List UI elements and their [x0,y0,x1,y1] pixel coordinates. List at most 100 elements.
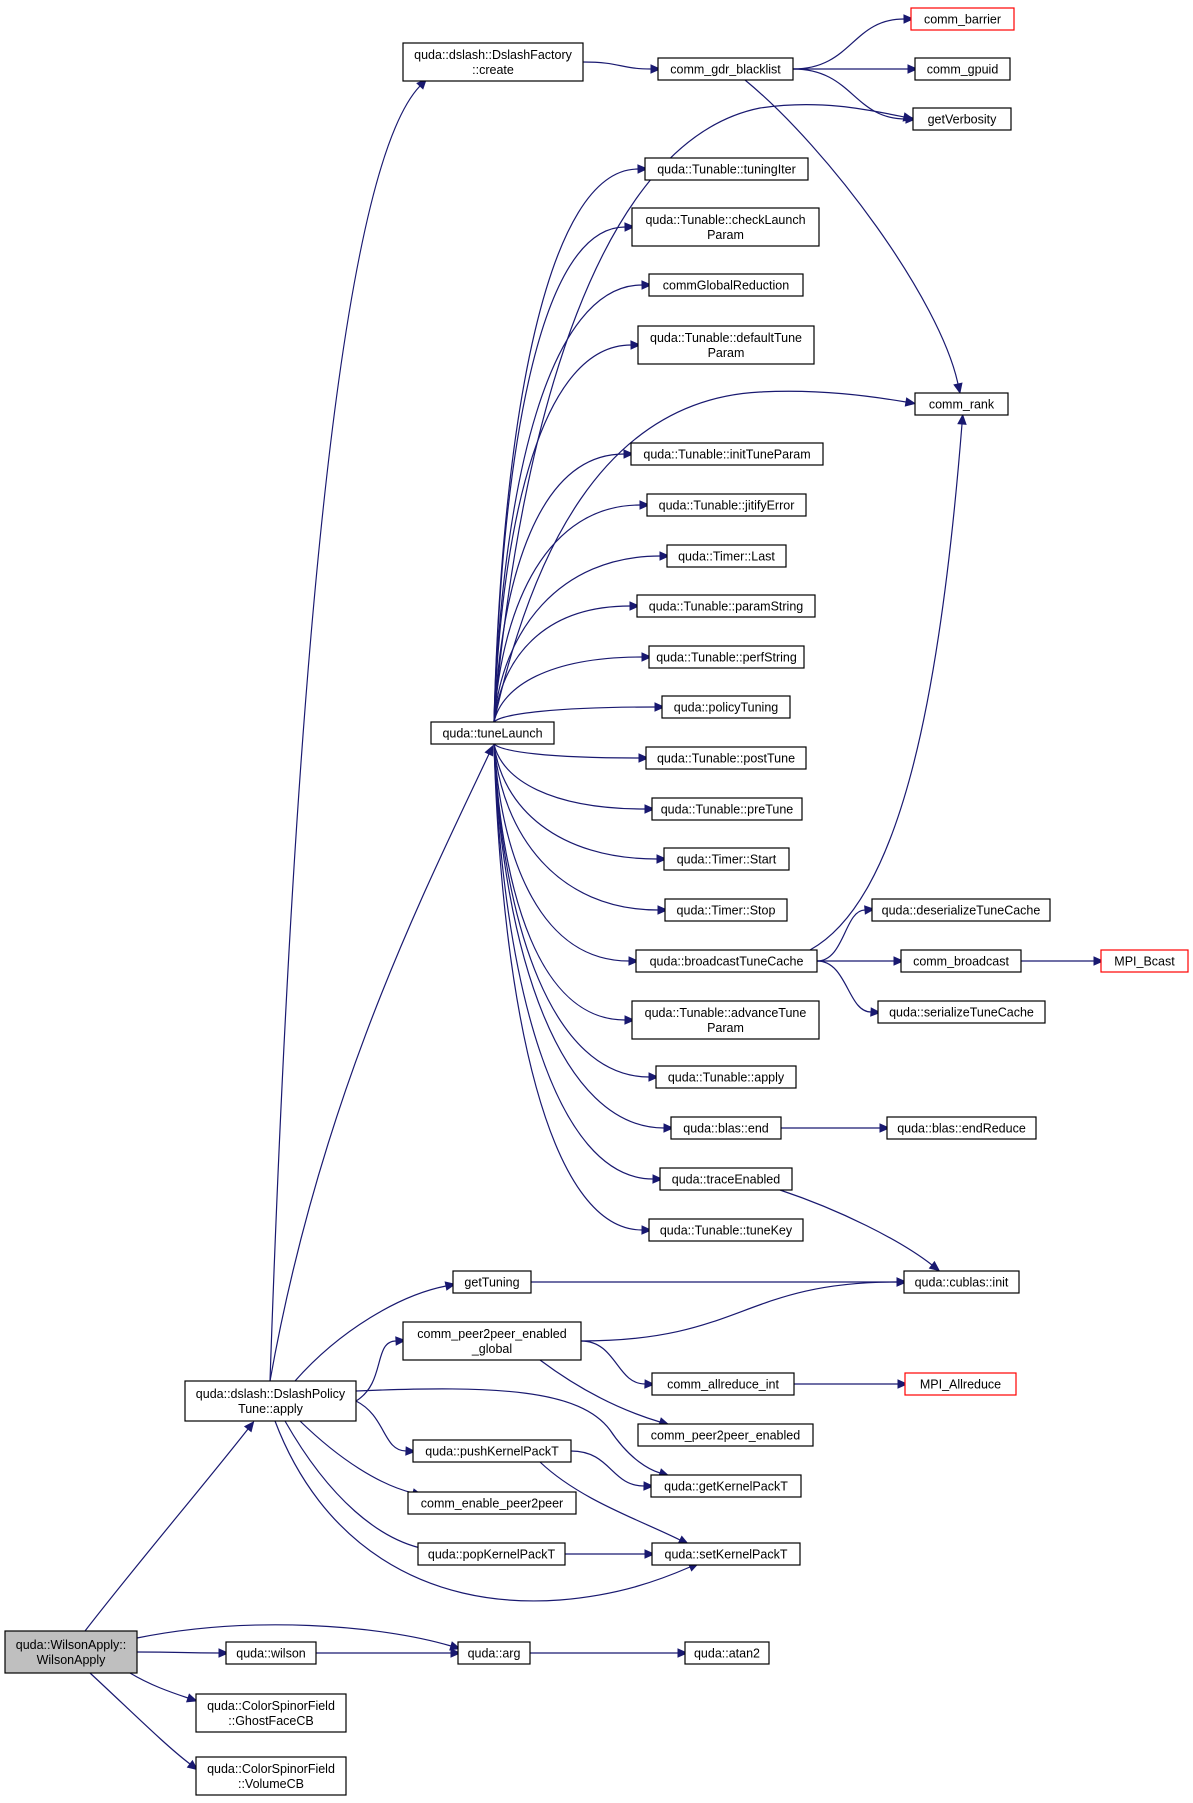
node-label: quda::Timer::Last [678,550,775,564]
edge-line [294,1285,447,1382]
edge-line [493,656,643,723]
node-timer-stop[interactable]: quda::Timer::Stop [664,898,788,922]
edge-line [493,743,658,860]
node-box [631,1000,820,1040]
edge-comm_p2p_global-to-cublas_init [580,1277,908,1342]
edge-line [493,743,650,1078]
edge-tune_launch-to-get_verbosity [493,104,915,723]
node-serialize-tune-cache[interactable]: quda::serializeTuneCache [877,1000,1046,1024]
node-set-kernel-pack[interactable]: quda::setKernelPackT [651,1542,801,1566]
node-ghost-face-cb[interactable]: quda::ColorSpinorField::GhostFaceCB [195,1693,347,1733]
node-trace-enabled[interactable]: quda::traceEnabled [659,1167,793,1191]
node-label: quda::tuneLaunch [442,727,542,741]
node-box [407,1491,577,1515]
node-box [195,1756,347,1796]
node-volume-cb[interactable]: quda::ColorSpinorField::VolumeCB [195,1756,347,1796]
edge-wilson_apply-to-quda_wilson [136,1648,230,1658]
edge-line [355,1400,407,1452]
node-tuning-iter[interactable]: quda::Tunable::tuningIter [644,157,809,181]
node-quda-arg[interactable]: quda::arg [457,1641,531,1665]
arrowhead-icon [630,340,642,350]
arrowhead-icon [643,1481,655,1491]
node-cublas-init[interactable]: quda::cublas::init [903,1270,1020,1294]
node-tunable-apply[interactable]: quda::Tunable::apply [655,1065,797,1089]
node-comm-broadcast[interactable]: comm_broadcast [900,949,1022,973]
arrowhead-icon [623,449,635,459]
node-label: quda::ColorSpinorField [207,1762,335,1776]
edge-line [89,1672,191,1765]
node-box [670,1116,782,1140]
node-policy-tuning[interactable]: quda::policyTuning [661,695,791,719]
node-mpi-allreduce[interactable]: MPI_Allreduce [904,1372,1017,1396]
node-box [635,949,818,973]
edge-line [493,743,643,1231]
node-get-verbosity[interactable]: getVerbosity [912,107,1012,131]
node-box [651,1542,801,1566]
node-label: quda::Tunable::initTuneParam [643,448,810,462]
node-label: quda::Tunable::apply [668,1071,785,1085]
node-push-kernel-pack[interactable]: quda::pushKernelPackT [412,1439,572,1463]
node-quda-atan2[interactable]: quda::atan2 [684,1641,770,1665]
edge-wilson_apply-to-ghost_face_cb [129,1672,198,1703]
node-comm-rank[interactable]: comm_rank [914,392,1009,416]
node-param-string[interactable]: quda::Tunable::paramString [636,594,816,618]
node-deserialize-tune-cache[interactable]: quda::deserializeTuneCache [871,898,1051,922]
arrowhead-icon [879,1123,891,1133]
node-timer-start[interactable]: quda::Timer::Start [663,847,790,871]
node-comm-gdr-blacklist[interactable]: comm_gdr_blacklist [657,57,794,81]
node-comm-gpuid[interactable]: comm_gpuid [914,57,1011,81]
node-init-tune-param[interactable]: quda::Tunable::initTuneParam [630,442,824,466]
node-pre-tune[interactable]: quda::Tunable::preTune [651,797,803,821]
node-label: comm_rank [929,398,995,412]
node-comm-global-reduction[interactable]: commGlobalReduction [648,273,804,297]
node-post-tune[interactable]: quda::Tunable::postTune [645,746,807,770]
node-box [886,1116,1037,1140]
node-mpi-bcast[interactable]: MPI_Bcast [1100,949,1189,973]
node-get-tuning[interactable]: getTuning [452,1270,532,1294]
edge-line [539,1461,681,1541]
arrowhead-icon [957,413,967,425]
node-blas-end[interactable]: quda::blas::end [670,1116,782,1140]
arrowhead-icon [449,1641,461,1651]
node-jitify-error[interactable]: quda::Tunable::jitifyError [646,493,807,517]
edge-tune_launch-to-check_launch_param [493,222,636,723]
node-tune-key[interactable]: quda::Tunable::tuneKey [648,1218,804,1242]
node-box [645,746,807,770]
edge-tune_launch-to-jitify_error [493,500,651,723]
node-comm-p2p-global[interactable]: comm_peer2peer_enabled_global [402,1321,582,1361]
node-comm-barrier[interactable]: comm_barrier [910,7,1015,31]
node-box [402,1321,582,1361]
edge-comm_p2p_global-to-comm_allreduce_int [580,1340,656,1389]
node-wilson-apply[interactable]: quda::WilsonApply::WilsonApply [4,1630,138,1674]
node-label: quda::Tunable::defaultTune [650,331,802,345]
node-blas-end-reduce[interactable]: quda::blas::endReduce [886,1116,1037,1140]
node-get-kernel-pack[interactable]: quda::getKernelPackT [650,1474,802,1498]
node-broadcast-tune-cache[interactable]: quda::broadcastTuneCache [635,949,818,973]
node-dslash-factory[interactable]: quda::dslash::DslashFactory::create [402,42,584,82]
node-box [637,325,815,365]
edge-tune_launch-to-tune_key [493,743,653,1235]
node-tune-launch[interactable]: quda::tuneLaunch [430,721,555,745]
node-comm-allreduce-int[interactable]: comm_allreduce_int [651,1372,795,1396]
edge-dslash_policy_apply-to-dslash_factory [269,78,427,1382]
edge-comm_gdr_blacklist-to-comm_gpuid [793,64,919,74]
node-comm-enable-p2p[interactable]: comm_enable_peer2peer [407,1491,577,1515]
edge-dslash_policy_apply-to-pop_kernel_pack [284,1420,436,1554]
node-quda-wilson[interactable]: quda::wilson [225,1641,317,1665]
arrowhead-icon [650,64,662,74]
node-perf-string[interactable]: quda::Tunable::perfString [648,645,805,669]
node-box [900,949,1022,973]
arrowhead-icon [624,1015,636,1025]
node-label: comm_broadcast [913,955,1009,969]
node-comm-p2p-enabled[interactable]: comm_peer2peer_enabled [637,1423,814,1447]
arrowhead-icon [652,1174,664,1184]
node-label: quda::traceEnabled [672,1173,780,1187]
node-box [659,1167,793,1191]
node-pop-kernel-pack[interactable]: quda::popKernelPackT [417,1542,566,1566]
node-layer: quda::WilsonApply::WilsonApply quda::dsla… [4,7,1189,1796]
node-timer-last[interactable]: quda::Timer::Last [666,544,787,568]
